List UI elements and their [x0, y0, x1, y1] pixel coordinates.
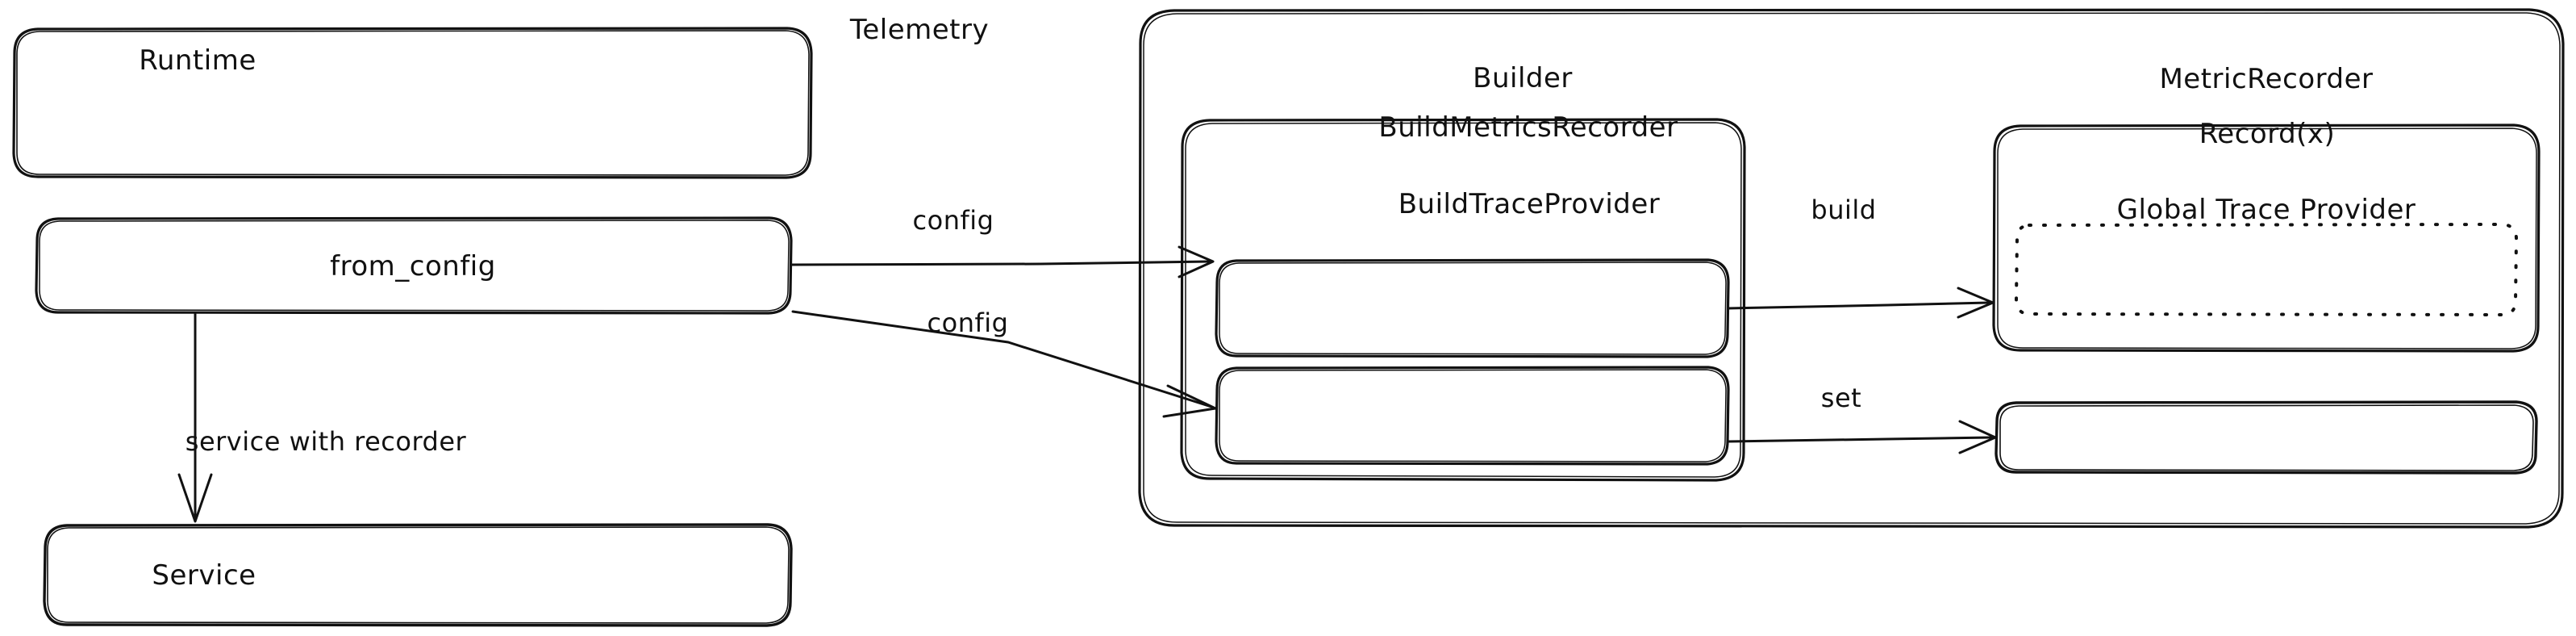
node-global-trace-provider[interactable]: [1995, 400, 2538, 475]
edge-service-with-recorder: [177, 312, 213, 523]
edge-set: [1727, 420, 1997, 454]
node-build-trace-provider[interactable]: [1215, 366, 1730, 466]
node-record-x[interactable]: [2015, 223, 2518, 316]
edge-config-to-build-metrics-recorder: [790, 245, 1215, 278]
group-telemetry[interactable]: [1138, 8, 2565, 529]
node-metric-recorder[interactable]: [1992, 123, 2541, 353]
group-runtime[interactable]: [12, 27, 813, 179]
node-build-metrics-recorder[interactable]: [1215, 258, 1730, 358]
edge-config-to-build-trace-provider: [791, 310, 1217, 418]
edge-build: [1727, 287, 1995, 319]
node-from-config[interactable]: [35, 216, 793, 315]
group-builder[interactable]: [1180, 118, 1746, 482]
node-service[interactable]: [43, 523, 793, 627]
